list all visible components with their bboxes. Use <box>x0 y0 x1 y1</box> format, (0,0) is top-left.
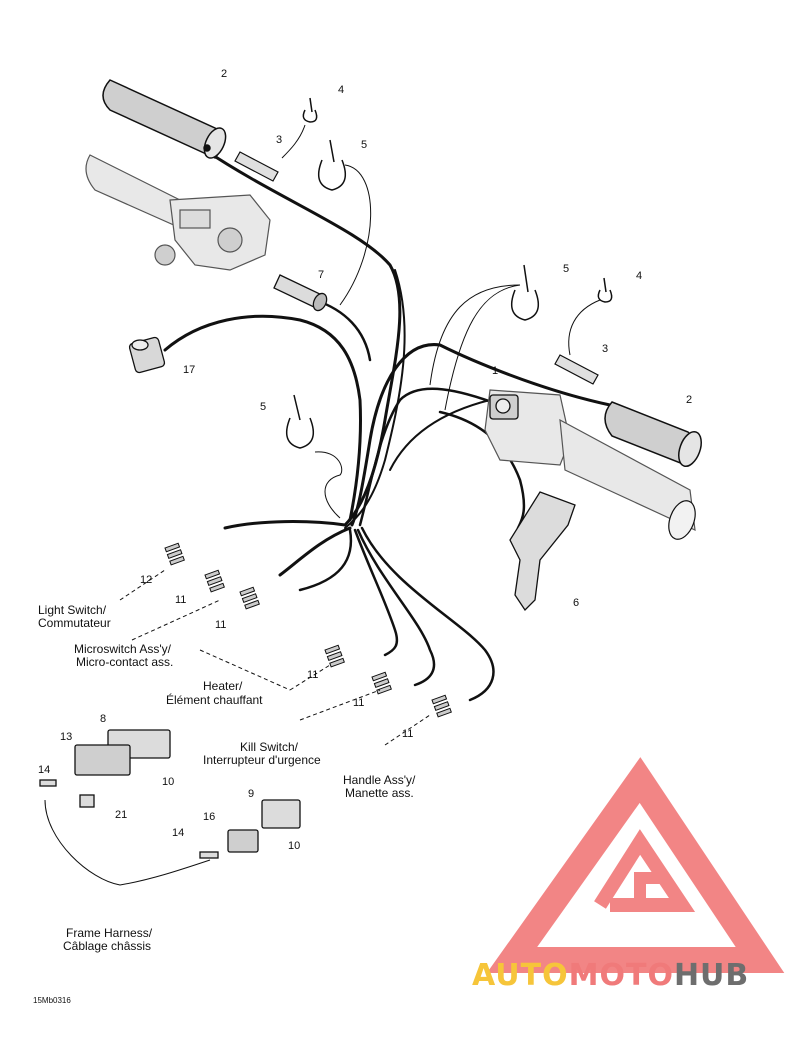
watermark-auto: AUTO <box>472 958 569 993</box>
part-number: 2 <box>221 68 227 80</box>
callout-light-switch: Light Switch/ <box>38 603 107 617</box>
light-switch-part <box>128 336 166 374</box>
watermark-moto: MOTO <box>569 958 674 993</box>
callout-frame-harness-fr: Câblage châssis <box>63 939 151 953</box>
part-number: 5 <box>361 139 367 151</box>
callout-microswitch-fr: Micro-contact ass. <box>76 655 173 669</box>
part-number: 5 <box>563 263 569 275</box>
callout-frame-harness: Frame Harness/ <box>66 926 153 940</box>
part-number: 6 <box>573 597 579 609</box>
part-number: 10 <box>288 840 300 852</box>
callout-handle: Handle Ass'y/ <box>343 773 416 787</box>
part-number: 11 <box>215 619 226 631</box>
dashed-leaders <box>119 569 431 746</box>
part-number: 4 <box>338 84 344 96</box>
right-heater-grip <box>604 401 702 468</box>
part-number: 21 <box>115 809 127 821</box>
spacer-tubes <box>234 151 599 385</box>
right-handle-housing <box>484 389 696 540</box>
callout-kill-switch-fr: Interrupteur d'urgence <box>203 753 321 767</box>
part-number: 2 <box>686 394 692 406</box>
reference-code: 15Mb0316 <box>33 996 71 1005</box>
left-heater-grip <box>102 79 227 159</box>
part-number: 3 <box>602 343 608 355</box>
watermark-hub: HUB <box>674 958 749 993</box>
callout-labels: Light Switch/ Commutateur Microswitch As… <box>38 603 416 953</box>
kill-switch-part <box>489 394 519 420</box>
leader-arrows <box>44 124 601 886</box>
cable-ties <box>285 97 613 449</box>
callout-handle-fr: Manette ass. <box>345 786 414 800</box>
part-numbers: 2 4 3 5 7 17 5 4 3 1 2 5 6 12 11 11 11 1… <box>38 68 692 852</box>
part-number: 8 <box>100 713 106 725</box>
callout-light-switch-fr: Commutateur <box>38 616 111 630</box>
part-number: 12 <box>140 574 152 586</box>
callout-heater: Heater/ <box>203 679 243 693</box>
part-number: 11 <box>307 669 318 681</box>
part-number: 11 <box>402 728 413 740</box>
left-handle-housing <box>85 154 271 271</box>
part-number: 11 <box>353 697 364 709</box>
part-number: 11 <box>175 594 186 606</box>
part-number: 16 <box>203 811 215 823</box>
part-number: 9 <box>248 788 254 800</box>
part-number: 3 <box>276 134 282 146</box>
part-number: 10 <box>162 776 174 788</box>
watermark-text: AUTOMOTOHUB <box>472 958 749 993</box>
microswitch-part <box>273 274 328 312</box>
callout-microswitch: Microswitch Ass'y/ <box>74 642 172 656</box>
wire-harness <box>163 148 612 702</box>
part-number: 14 <box>172 827 184 839</box>
part-number: 17 <box>183 364 195 376</box>
callout-heater-fr: Élément chauffant <box>166 692 263 707</box>
part-number: 13 <box>60 731 72 743</box>
part-number: 1 <box>492 365 498 377</box>
terminal-groups <box>164 542 452 718</box>
svg-text:AUTOMOTOHUB: AUTOMOTOHUB <box>472 958 749 993</box>
part-number: 7 <box>318 269 324 281</box>
callout-kill-switch: Kill Switch/ <box>240 740 299 754</box>
part-number: 4 <box>636 270 642 282</box>
part-number: 14 <box>38 764 50 776</box>
throttle-lever-part <box>509 491 576 612</box>
watermark-logo <box>486 757 785 973</box>
connector-housings <box>39 729 301 859</box>
part-number: 5 <box>260 401 266 413</box>
